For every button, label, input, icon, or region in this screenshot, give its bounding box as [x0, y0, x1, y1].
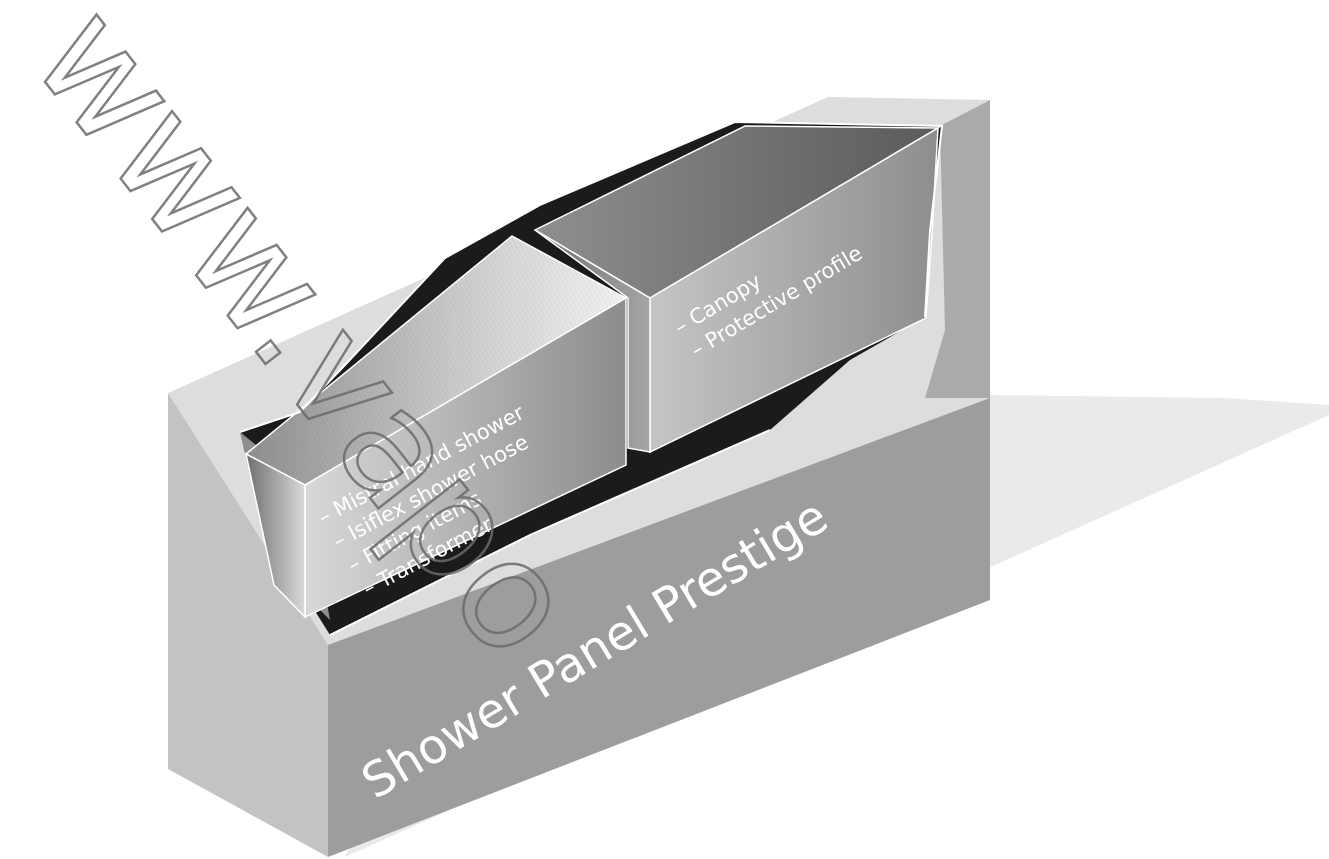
diagram-canvas: – Mistral hand shower – Isiflex shower h… — [0, 0, 1329, 859]
package-illustration: – Mistral hand shower – Isiflex shower h… — [0, 0, 1329, 859]
